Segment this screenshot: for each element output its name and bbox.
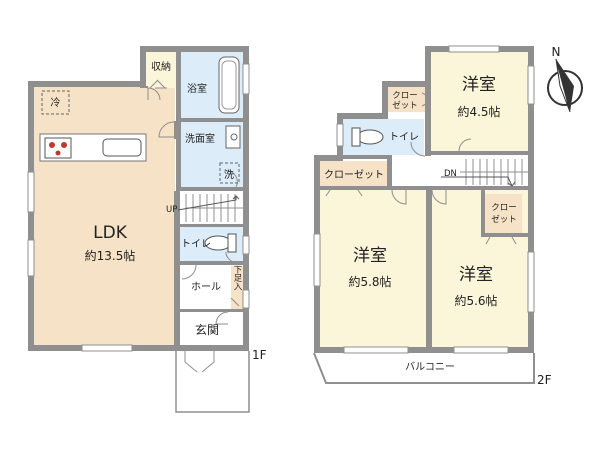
bath-wash-wall — [181, 118, 243, 122]
closet-right-label-1: クロー — [491, 203, 517, 213]
toilet1-top-wall — [180, 224, 243, 227]
room-b-size: 約5.8帖 — [348, 274, 391, 289]
burner-icon — [55, 150, 61, 156]
room-b-floor — [320, 190, 427, 347]
bathtub-inner — [221, 60, 237, 110]
porch-outline — [175, 351, 250, 413]
shoebox-door — [230, 297, 240, 307]
entrance-wall — [180, 309, 243, 312]
floor2-label: 2F — [537, 373, 552, 387]
wash-bottom-wall — [176, 187, 243, 191]
closet-wide-label: クローゼット — [324, 169, 384, 181]
windows-2f — [313, 45, 535, 354]
closet-right-label-2: ゼット — [491, 214, 517, 225]
room-c-name: 洋室 — [459, 265, 493, 285]
washer-outline — [219, 162, 240, 184]
ldk-right-wall — [174, 191, 180, 345]
wash-partition — [174, 121, 178, 139]
toilet-tank — [227, 233, 237, 253]
burner-icon — [49, 142, 55, 148]
toilet2-label: トイレ — [389, 132, 419, 143]
closet-wide-right-wall — [387, 155, 392, 190]
stair-2f — [441, 159, 528, 187]
toilet1-label: トイレ — [181, 239, 211, 250]
closet-wide-floor — [320, 161, 388, 187]
ldk-size: 約13.5帖 — [85, 248, 136, 263]
storage-bottom-wall — [140, 86, 148, 88]
balcony-outline — [313, 352, 535, 384]
wash-left-wall — [176, 121, 181, 191]
toilet1-bottom-wall — [180, 261, 243, 265]
north-arrow-icon — [556, 59, 574, 112]
floor1-label: 1F — [252, 348, 267, 362]
room-bc-wall — [426, 190, 432, 347]
storage-floor — [146, 52, 176, 88]
room-b-name: 洋室 — [353, 246, 387, 266]
sink-icon — [102, 138, 142, 157]
room-c-size: 約5.6帖 — [454, 293, 497, 308]
stair-up-label: UP — [166, 205, 177, 215]
bathtub-icon — [218, 56, 240, 114]
room-a-name: 洋室 — [462, 75, 496, 95]
closet-top-floor — [386, 87, 428, 112]
toilet2-bottom-wall — [343, 155, 390, 159]
storage-doors — [149, 79, 166, 89]
washbasin-icon — [225, 125, 241, 149]
second-floor: DN 洋室 約4.5帖 クロー ゼット トイレ クローゼット クロー ゼット 洋… — [313, 45, 552, 387]
bath-label: 浴室 — [187, 82, 207, 95]
north-arrow-shadow-icon — [555, 58, 571, 113]
windows-1f — [27, 63, 250, 352]
door-swings-1f — [147, 87, 238, 325]
entrance-door — [184, 351, 215, 373]
washroom-label: 洗面室 — [185, 132, 215, 145]
hall-bottom-wall — [392, 186, 528, 190]
ldk-floor — [34, 87, 175, 345]
compass: N — [547, 45, 583, 113]
north-label: N — [552, 45, 561, 59]
entrance-floor — [180, 312, 243, 345]
hall-label: ホール — [191, 281, 221, 293]
shoebox-floor — [231, 266, 243, 310]
toilet2-tank — [351, 127, 361, 147]
closet-top-label-2: ゼット — [392, 100, 418, 111]
balcony-label: バルコニー — [405, 361, 455, 373]
washer-label: 洗 — [224, 169, 234, 181]
closet-right-floor — [485, 194, 522, 234]
fridge-label: 冷 — [51, 96, 61, 109]
room-a-left-wall — [425, 52, 431, 156]
washbasin-bowl — [230, 133, 238, 141]
closet-right-bottom-wall — [481, 233, 528, 237]
stair-1f — [177, 194, 243, 222]
closet-top-label-1: クロー — [392, 91, 418, 101]
closet-wide-bottom-wall — [320, 186, 390, 190]
door-swings-2f — [325, 92, 517, 245]
stair-down-label: DN — [444, 169, 457, 179]
first-floor: 冷 UP — [27, 46, 267, 413]
shoebox-label: 下足入 — [232, 265, 242, 291]
compass-ring-icon — [547, 70, 583, 106]
room-a-floor — [431, 52, 528, 151]
storage-label: 収納 — [151, 60, 171, 73]
storage-wall — [176, 46, 181, 121]
room-a-bottom-wall — [431, 151, 528, 155]
toilet2-icon — [356, 129, 384, 145]
closet-right-left-wall — [481, 190, 485, 236]
entrance-label: 玄関 — [195, 322, 219, 337]
room-a-size: 約4.5帖 — [457, 104, 500, 119]
burner-icon — [61, 142, 67, 148]
ldk-name: LDK — [93, 223, 128, 243]
